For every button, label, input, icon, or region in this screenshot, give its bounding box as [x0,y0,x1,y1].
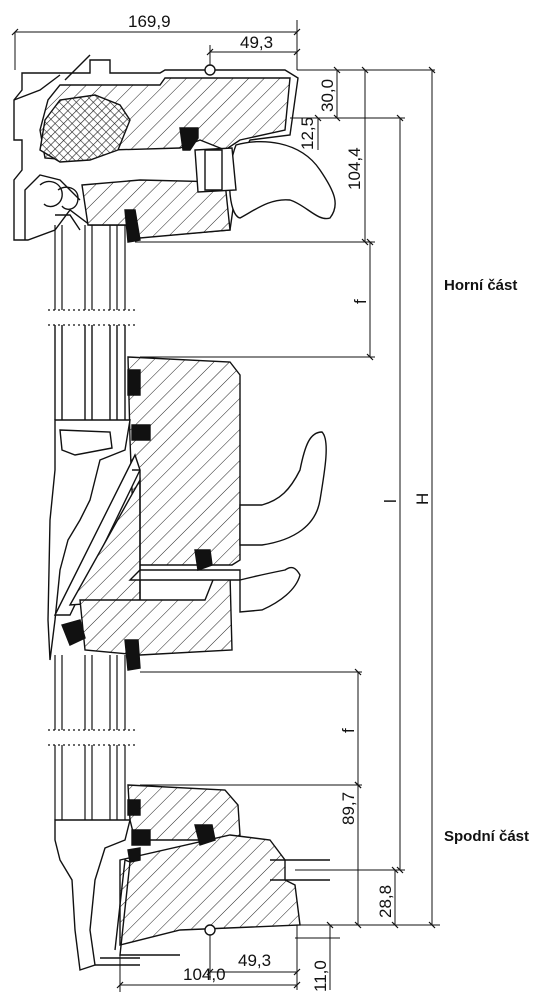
label-bottom-section: Spodní část [444,828,530,845]
dim-gap-bottom: f [339,728,358,733]
dimension-lines [11,20,440,992]
dim-bottom-11-0: 11,0 [311,960,330,992]
dim-overall-height: H [413,493,432,505]
dim-overall-width-bottom: 104,0 [183,965,226,984]
dim-top-104-4: 104,4 [345,147,364,190]
dim-inner-height: l [381,499,400,503]
transom-section [47,325,327,671]
dim-overall-width-top: 169,9 [128,12,171,31]
dim-bottom-89-7: 89,7 [339,792,358,825]
dim-bottom-28-8: 28,8 [376,885,395,918]
glazing-bottom [48,655,135,820]
dim-gap-top: f [351,299,370,304]
dim-hinge-offset-bottom: 49,3 [238,951,271,970]
top-frame-section [13,54,336,243]
bottom-frame-section [54,784,330,971]
glazing-top [48,225,135,326]
label-top-section: Horní část [444,277,518,294]
dim-top-12-5: 12,5 [298,117,317,150]
dim-top-30: 30,0 [318,79,337,112]
dim-hinge-offset-top: 49,3 [240,33,273,52]
